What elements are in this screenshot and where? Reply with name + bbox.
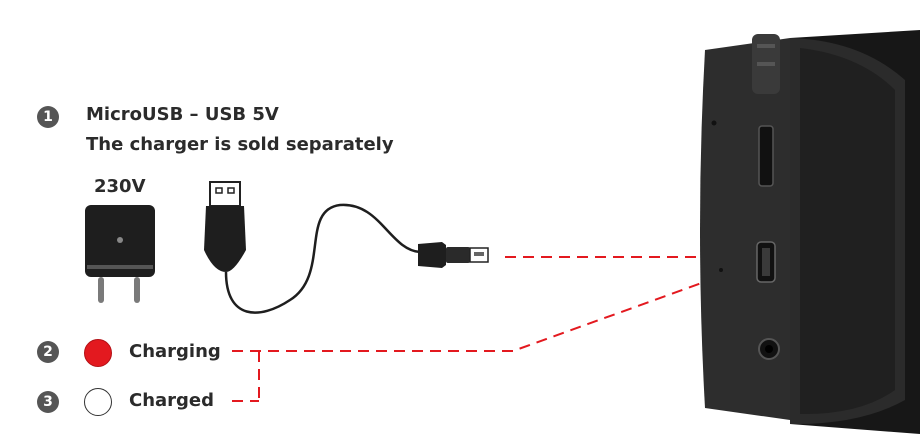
charged-led-indicator	[84, 388, 112, 416]
wall-charger-icon	[85, 205, 155, 303]
charged-label: Charged	[129, 390, 215, 411]
charger-note: The charger is sold separately	[86, 134, 394, 155]
headphone-earcup	[700, 30, 920, 434]
charging-led-indicator	[84, 339, 112, 367]
charging-label: Charging	[129, 341, 221, 362]
charger-voltage-label: 230V	[94, 176, 146, 197]
step-1-badge: 1	[37, 106, 59, 128]
step-2-badge: 2	[37, 341, 59, 363]
usb-a-plug-icon	[204, 181, 246, 272]
usb-cable	[224, 203, 421, 314]
connector-type-label: MicroUSB – USB 5V	[86, 104, 279, 125]
micro-usb-plug-icon	[418, 242, 489, 268]
step-3-badge: 3	[37, 391, 59, 413]
